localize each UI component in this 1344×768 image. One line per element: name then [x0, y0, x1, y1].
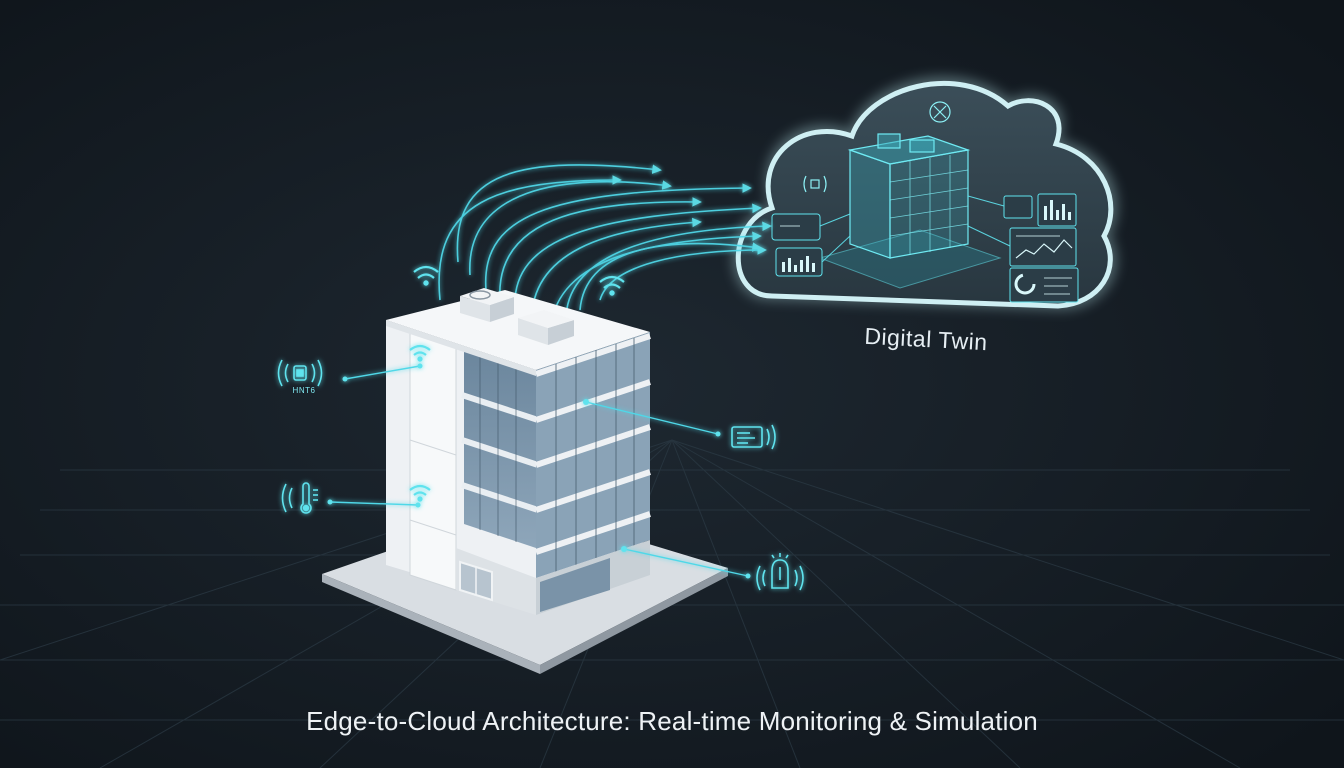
- diagram-caption: Edge-to-Cloud Architecture: Real-time Mo…: [306, 706, 1038, 736]
- gauge-icon: [1014, 273, 1036, 295]
- sensor-label: HNT6: [292, 386, 316, 395]
- rooftop-unit-icon: [460, 288, 574, 345]
- office-building: [322, 288, 728, 674]
- connection-nodes: [327, 363, 751, 579]
- cloud-sensor-icon: [803, 175, 827, 193]
- grid-floor: [0, 439, 1344, 768]
- wifi-icon: [409, 265, 625, 502]
- data-flow-arrows: [438, 164, 772, 346]
- bar-chart-icon: [782, 200, 1071, 272]
- hologram-building-icon: [847, 133, 971, 259]
- cloud-top-icon: [929, 101, 951, 123]
- alarm-sensor-icon: [756, 553, 804, 591]
- sensor-connections: [329, 365, 749, 577]
- motion-sensor-icon: [277, 359, 323, 387]
- digital-twin-cloud: [732, 76, 1118, 310]
- meter-sensor-icon: [731, 424, 776, 450]
- thermometer-icon: [281, 482, 318, 514]
- line-chart-icon: [1015, 239, 1073, 259]
